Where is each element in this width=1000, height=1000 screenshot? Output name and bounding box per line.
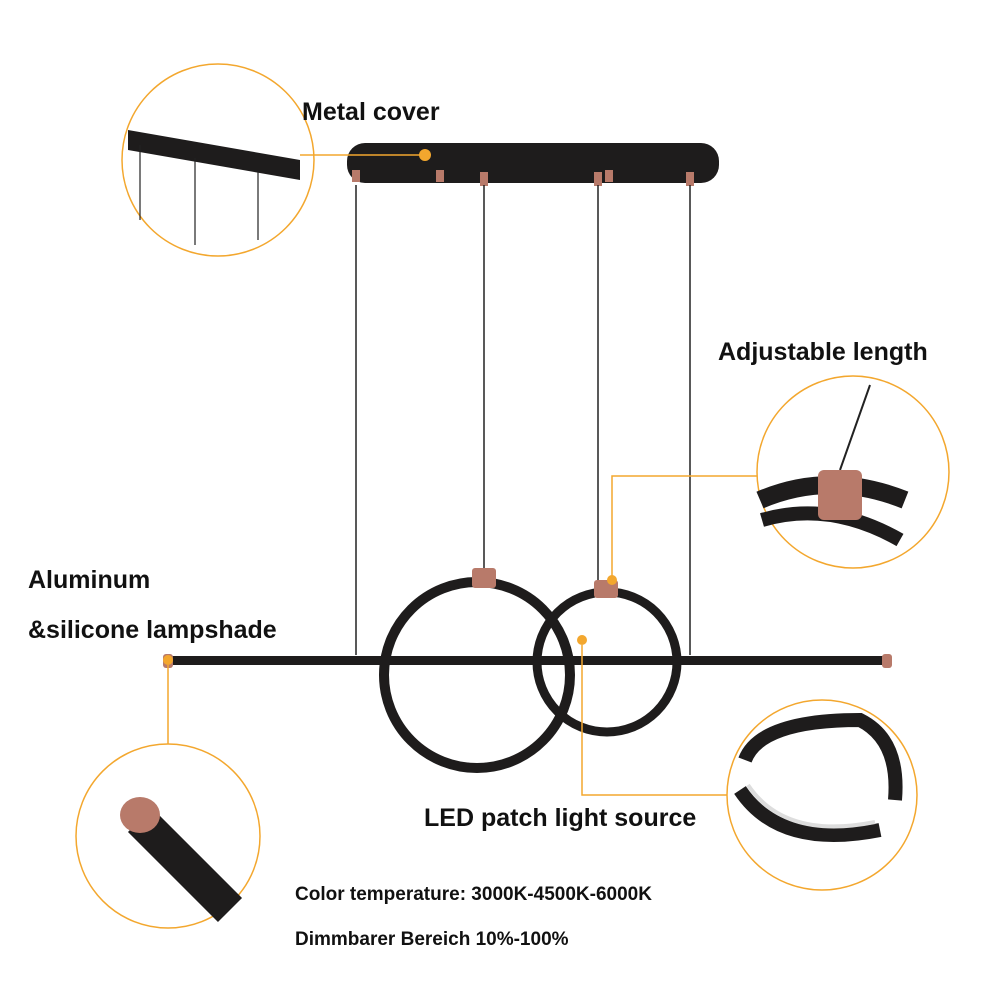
- label-metal-cover: Metal cover: [302, 98, 440, 126]
- callout-lines: [75, 63, 950, 929]
- detail-end-cap: [120, 797, 243, 923]
- spec-dimming-range: Dimmbarer Bereich 10%-100%: [295, 929, 569, 950]
- horizontal-bar: [165, 656, 890, 665]
- label-adjustable-length: Adjustable length: [718, 338, 928, 366]
- detail-led-strip: [734, 712, 903, 842]
- callout-dots: [163, 149, 617, 665]
- suspension-wires: [355, 185, 691, 655]
- label-aluminum: Aluminum: [28, 566, 151, 594]
- canopy: [347, 143, 719, 183]
- detail-clip: [756, 384, 909, 547]
- canopy-screws: [352, 170, 694, 186]
- label-led-source: LED patch light source: [424, 804, 697, 832]
- detail-canopy: [128, 130, 300, 245]
- label-lampshade: &silicone lampshade: [28, 616, 277, 644]
- spec-color-temperature: Color temperature: 3000K-4500K-6000K: [295, 884, 652, 905]
